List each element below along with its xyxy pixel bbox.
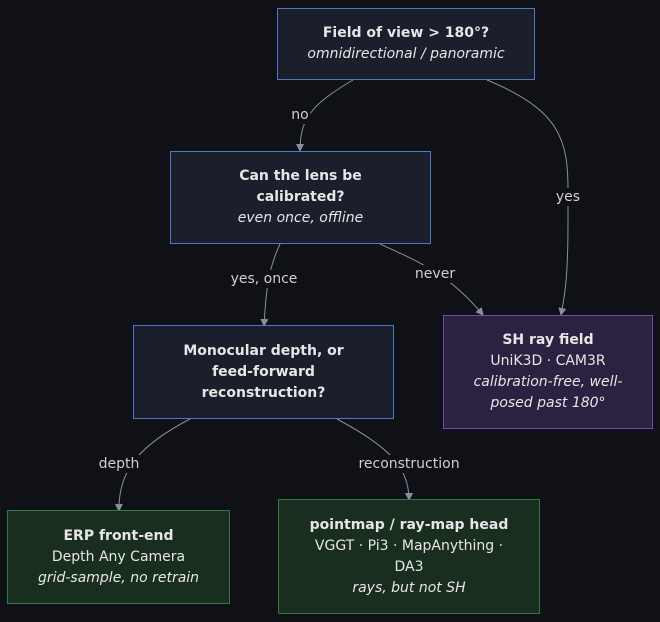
erp-frontend-subtitle: grid-sample, no retrain: [37, 569, 200, 586]
pointmap-head-node: pointmap / ray-map head VGGT · Pi3 · Map…: [278, 499, 540, 614]
edge-label-never: never: [412, 265, 458, 283]
erp-frontend-title: ERP front-end: [63, 527, 174, 544]
edge-label-yes-once: yes, once: [228, 270, 300, 288]
fov-decision-node: Field of view > 180°? omnidirectional / …: [277, 8, 535, 80]
calibration-question: Can the lens be calibrated?: [239, 168, 362, 205]
fov-subtitle: omnidirectional / panoramic: [307, 46, 505, 62]
calibration-subtitle: even once, offline: [237, 210, 364, 226]
edge-label-reconstruction: reconstruction: [356, 455, 462, 473]
edge-label-depth: depth: [96, 455, 142, 473]
sh-ray-field-subtitle: calibration-free, well-posed past 180°: [473, 374, 623, 411]
sh-ray-field-models: UniK3D · CAM3R: [490, 353, 606, 369]
erp-frontend-models: Depth Any Camera: [51, 548, 186, 565]
fov-question: Field of view > 180°?: [322, 25, 490, 41]
edge-label-no: no: [289, 106, 311, 124]
sh-ray-field-title: SH ray field: [502, 332, 594, 348]
erp-frontend-node: ERP front-end Depth Any Camera grid-samp…: [7, 510, 230, 604]
calibration-decision-node: Can the lens be calibrated? even once, o…: [170, 151, 431, 244]
pointmap-head-title: pointmap / ray-map head: [309, 516, 509, 533]
sh-ray-field-node: SH ray field UniK3D · CAM3R calibration-…: [443, 315, 653, 429]
task-question: Monocular depth, or feed-forward reconst…: [183, 342, 344, 401]
task-decision-node: Monocular depth, or feed-forward reconst…: [133, 325, 394, 419]
edge-label-yes: yes: [553, 188, 583, 206]
pointmap-head-subtitle: rays, but not SH: [352, 579, 466, 596]
pointmap-head-models: VGGT · Pi3 · MapAnything · DA3: [314, 537, 504, 575]
